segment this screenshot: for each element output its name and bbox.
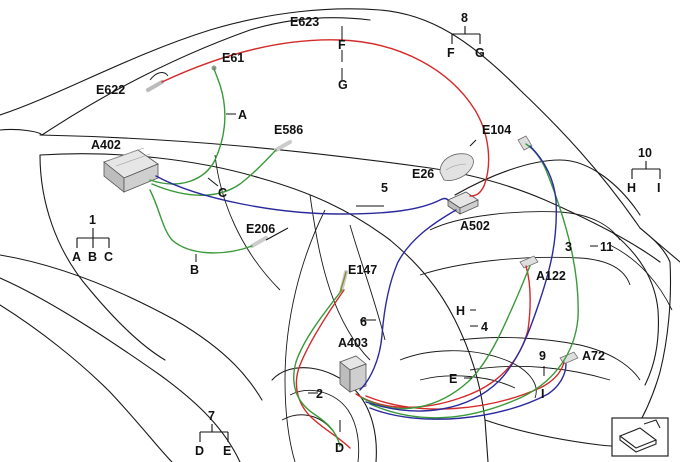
legend-1-child-c: C [104,250,113,264]
label-wire-h: H [456,304,465,318]
e206-lamp [250,236,268,248]
wire-blue-roof [155,175,449,215]
legend-tree-8: 8 F G [447,11,485,60]
label-e206: E206 [246,222,275,236]
wire-blue-rear [365,145,558,412]
legend-tree-10: 10 H I [627,146,661,195]
label-wire-a: A [238,108,247,122]
legend-7-child-d: D [195,444,204,458]
components [103,65,579,393]
legend-8-child-g: G [475,46,485,60]
legend-10-child-h: H [627,181,636,195]
label-wire-11: 11 [600,240,613,254]
label-wire-5: 5 [381,181,388,195]
label-e586: E586 [274,123,303,137]
wire-red-floor [355,265,531,409]
wire-green-e206 [149,189,253,254]
wire-red-a72 [365,361,565,410]
label-wire-2: 2 [316,387,323,401]
wire-red-roof [161,39,490,197]
e586-lamp [274,140,292,152]
a122-part [519,255,539,269]
wire-green-rear [361,265,531,410]
label-wire-e: E [449,372,457,386]
wire-blue-a72 [369,363,567,420]
e26-dome-lamp [439,153,474,181]
wire-green-lower [293,289,343,447]
e622-lamp [146,80,164,92]
wire-labels: F G A C B 5 6 2 D H 4 E 3 11 9 I [190,38,613,455]
a403-module [339,355,367,393]
legend-1-number: 1 [89,213,96,227]
label-wire-9: 9 [539,349,546,363]
label-a72: A72 [582,349,605,363]
label-a502: A502 [460,219,490,233]
view-orientation-icon [611,417,669,457]
vehicle-body-outline [0,8,680,462]
label-wire-c: C [218,186,227,200]
legend-tree-7: 7 D E [195,409,231,458]
label-a403: A403 [338,336,368,350]
label-e104: E104 [482,123,511,137]
wire-olive-e147 [339,271,347,293]
label-a402: A402 [91,138,121,152]
wire-green-e104 [369,143,579,419]
legend-10-number: 10 [638,146,652,160]
wire-green-e586 [151,149,277,196]
label-wire-d: D [335,441,344,455]
label-wire-f: F [338,38,346,52]
label-wire-3: 3 [565,240,572,254]
legend-7-child-e: E [223,444,231,458]
legend-tree-1: 1 A B C [72,213,113,264]
legend-10-child-i: I [657,181,660,195]
e104-lamp [517,135,533,151]
legend-8-number: 8 [461,11,468,25]
label-e26: E26 [412,167,434,181]
label-wire-i: I [541,387,544,401]
wire-green-e61 [149,67,226,185]
wire-red-lower [295,289,351,449]
label-wire-4: 4 [481,320,488,334]
legend-1-child-b: B [88,250,97,264]
label-wire-6: 6 [360,315,367,329]
label-a122: A122 [536,269,566,283]
legend-7-number: 7 [208,409,215,423]
legend-1-child-a: A [72,250,81,264]
label-wire-b: B [190,263,199,277]
wire-blue-lower [359,209,457,391]
legend-8-child-f: F [447,46,455,60]
label-e61: E61 [222,51,244,65]
a402-module [103,147,159,193]
label-e147: E147 [348,263,377,277]
label-e623: E623 [290,15,319,29]
label-wire-g: G [338,78,348,92]
label-e622: E622 [96,83,125,97]
component-labels: E623 E622 E61 A402 E586 E104 E26 A502 E2… [91,15,605,363]
wire-harnesses [149,39,579,449]
leader-lines [195,26,598,432]
